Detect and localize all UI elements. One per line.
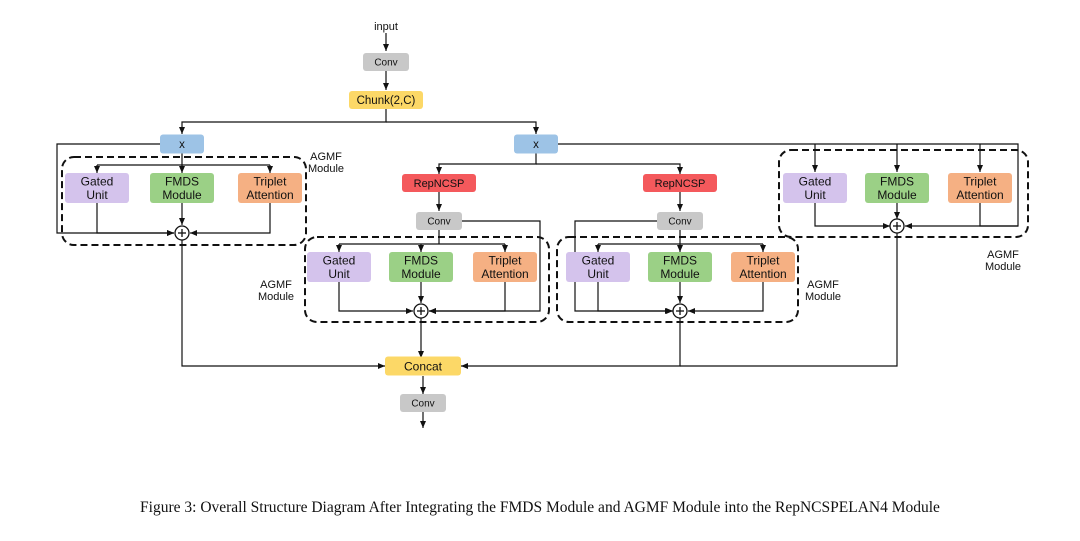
repncsp-right-label: RepNCSP xyxy=(655,178,706,190)
concat-node: Concat xyxy=(385,356,461,376)
conv-mid-left: Conv xyxy=(416,212,462,230)
agmf-right-gated-unit-shape xyxy=(783,173,847,203)
chunk-node: Chunk(2,C) xyxy=(349,91,423,109)
connector-line xyxy=(536,163,683,174)
x-left: x xyxy=(160,134,204,154)
x-left-shape xyxy=(160,134,204,154)
conv-mid-left-shape xyxy=(416,212,462,230)
chunk-left xyxy=(179,109,387,134)
conv-mid-right-label: Conv xyxy=(668,217,691,228)
conv-bottom-shape xyxy=(400,394,446,412)
conv-mid-right: Conv xyxy=(657,212,703,230)
repncsp-left-shape xyxy=(402,174,476,192)
conv-top-label: Conv xyxy=(374,58,397,69)
agmf-mid-right-gated-out xyxy=(597,282,672,314)
agmf-left-gated-out xyxy=(96,203,174,236)
conv-bottom-label: Conv xyxy=(411,399,434,410)
agmf-left-triplet-attention-shape xyxy=(238,173,302,203)
add-node xyxy=(672,303,688,319)
right-to-concat xyxy=(680,233,898,367)
x-middle-shape xyxy=(514,134,558,154)
conv-top: Conv xyxy=(363,53,409,71)
chunk-node-shape xyxy=(349,91,423,109)
agmf-left-triplet-out xyxy=(190,203,271,236)
agmf-mid-right-triplet-attention-shape xyxy=(731,252,795,282)
add-node xyxy=(174,225,190,241)
x-middle-label: x xyxy=(533,139,539,151)
mid-right-to-concat xyxy=(461,318,681,369)
agmf-right-fmds-module-shape xyxy=(865,173,929,203)
repncsp-left-label: RepNCSP xyxy=(414,178,465,190)
agmf-boundary xyxy=(778,149,1029,238)
agmf-left-fmds-module-shape xyxy=(150,173,214,203)
conv-top-shape xyxy=(363,53,409,71)
mid-left-skip xyxy=(429,220,541,314)
x-left-label: x xyxy=(179,139,185,151)
add-node xyxy=(413,303,429,319)
conv-bottom: Conv xyxy=(400,394,446,412)
agmf-boundary xyxy=(304,236,550,323)
agmf-mid-right-triplet-out xyxy=(688,282,764,314)
agmf-right-triplet-attention-shape xyxy=(948,173,1012,203)
agmf-boundary xyxy=(556,236,799,323)
agmf-mid-left-triplet-out xyxy=(429,282,506,314)
input-label: input xyxy=(374,21,398,33)
concat-node-label: Concat xyxy=(404,359,443,373)
connector-line xyxy=(979,203,1018,227)
repncsp-right: RepNCSP xyxy=(643,174,717,192)
connector-line xyxy=(436,153,537,174)
connector-line xyxy=(814,203,890,229)
conv-mid-right-shape xyxy=(657,212,703,230)
agmf-boundary xyxy=(61,156,307,246)
chunk-right xyxy=(386,121,539,134)
repncsp-right-shape xyxy=(643,174,717,192)
figure-caption: Figure 3: Overall Structure Diagram Afte… xyxy=(140,499,940,516)
chunk-node-label: Chunk(2,C) xyxy=(357,95,416,107)
repncsp-left: RepNCSP xyxy=(402,174,476,192)
agmf-mid-right-fmds-module-shape xyxy=(648,252,712,282)
add-node xyxy=(889,218,905,234)
left-to-concat xyxy=(181,240,385,369)
concat-node-shape xyxy=(385,356,461,376)
right-skip xyxy=(558,143,1019,229)
agmf-mid-left-triplet-attention-shape xyxy=(473,252,537,282)
agmf-mid-left-fmds-module-shape xyxy=(389,252,453,282)
agmf-mid-left-gated-out xyxy=(338,282,413,314)
agmf-mid-left-gated-unit-shape xyxy=(307,252,371,282)
agmf-left-gated-unit-shape xyxy=(65,173,129,203)
conv-mid-left-label: Conv xyxy=(427,217,450,228)
x-middle: x xyxy=(514,134,558,154)
agmf-mid-right-gated-unit-shape xyxy=(566,252,630,282)
